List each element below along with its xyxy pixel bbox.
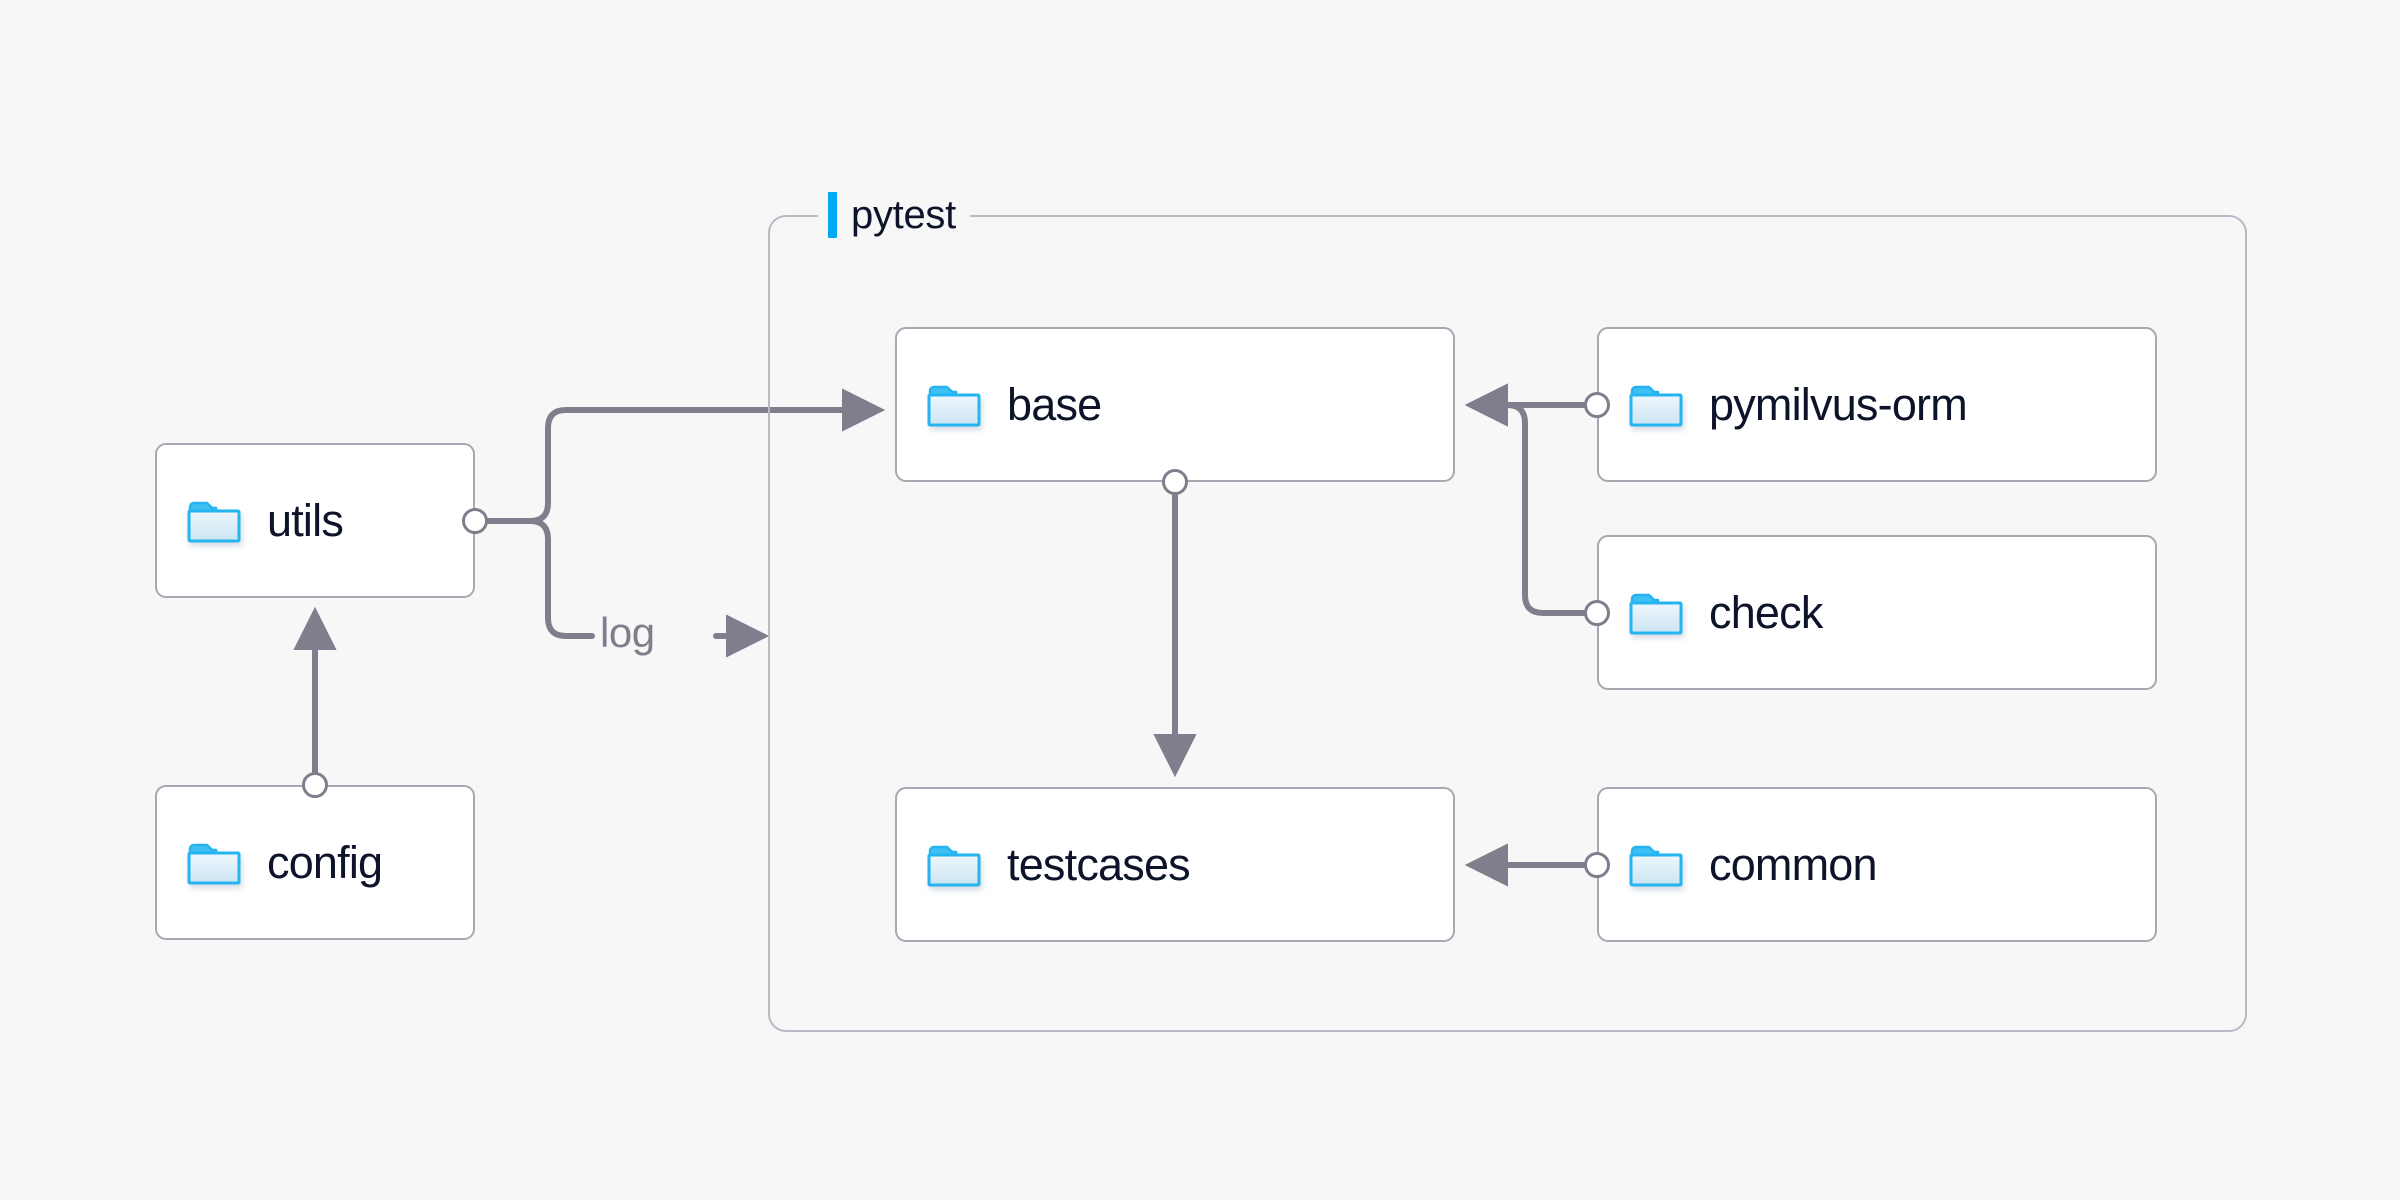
node-pymilvus-orm-label: pymilvus-orm [1709,379,1968,430]
node-config-label: config [267,837,383,888]
node-config[interactable]: config [155,785,475,940]
group-pytest-label: pytest [818,188,970,242]
group-pytest[interactable] [768,215,2247,1032]
node-testcases-label: testcases [1007,839,1191,890]
group-accent-bar [828,192,837,238]
port-base-bottom[interactable] [1162,469,1188,495]
folder-icon [1629,382,1683,428]
folder-icon [1629,842,1683,888]
group-label-text: pytest [851,192,956,237]
port-utils-right[interactable] [462,508,488,534]
edge-label-log: log [600,612,655,654]
node-check[interactable]: check [1597,535,2157,690]
node-utils[interactable]: utils [155,443,475,598]
edge-utils-to-log [527,518,595,639]
node-testcases[interactable]: testcases [895,787,1455,942]
folder-icon [927,382,981,428]
port-pymilvus-orm-left[interactable] [1584,392,1610,418]
port-common-left[interactable] [1584,852,1610,878]
port-config-top[interactable] [302,772,328,798]
node-base[interactable]: base [895,327,1455,482]
node-base-label: base [1007,379,1102,430]
node-check-label: check [1709,587,1823,638]
node-common-label: common [1709,839,1878,890]
node-common[interactable]: common [1597,787,2157,942]
folder-icon [927,842,981,888]
edge-label-log-text: log [600,609,655,656]
folder-icon [1629,590,1683,636]
folder-icon [187,840,241,886]
folder-icon [187,498,241,544]
port-check-left[interactable] [1584,600,1610,626]
node-utils-label: utils [267,495,344,546]
node-pymilvus-orm[interactable]: pymilvus-orm [1597,327,2157,482]
